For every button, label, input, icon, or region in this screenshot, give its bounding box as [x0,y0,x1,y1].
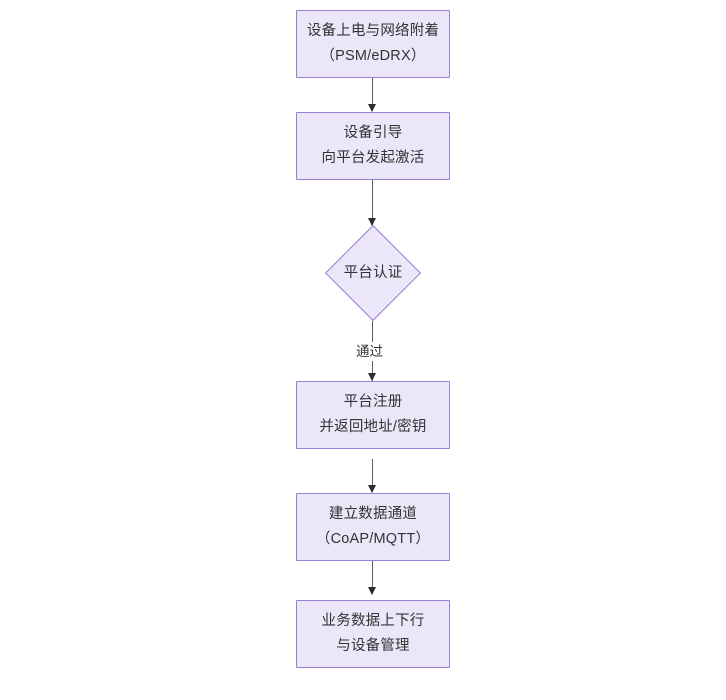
node-label-line2: 向平台发起激活 [321,150,425,166]
connector-line-2 [372,180,374,225]
connector-arrowhead-3 [367,373,376,381]
node-label-line1: 平台认证 [343,264,403,281]
node-label-line2: 并返回地址/密钥 [319,419,427,435]
node-label-line1: 平台注册 [343,394,403,410]
flow-node-device-bootstrap[interactable]: 设备引导 向平台发起激活 [296,112,450,180]
flow-node-platform-register[interactable]: 平台注册 并返回地址/密钥 [296,381,450,449]
connector-arrowhead-1 [367,104,376,112]
node-label-line1: 设备引导 [343,125,403,141]
node-label-line1: 建立数据通道 [328,506,418,522]
node-label-line2: 与设备管理 [336,638,410,654]
connector-arrowhead-4 [367,485,376,493]
connector-arrowhead-2 [367,218,376,226]
node-label-line1: 业务数据上下行 [321,613,425,629]
connector-line-4 [372,459,374,492]
flow-node-business-data-and-device-mgmt[interactable]: 业务数据上下行 与设备管理 [296,600,450,668]
node-label-line2: （PSM/eDRX） [320,48,426,64]
connector-line-1 [372,78,374,111]
edge-label-pass: 通过 [353,342,386,361]
node-label-line1: 设备上电与网络附着 [306,23,440,39]
connector-arrowhead-5 [367,587,376,595]
flow-node-platform-auth-decision[interactable]: 平台认证 [324,224,422,322]
connector-line-5 [372,561,374,594]
flow-node-device-power-on[interactable]: 设备上电与网络附着 （PSM/eDRX） [296,10,450,78]
flow-node-establish-data-channel[interactable]: 建立数据通道 （CoAP/MQTT） [296,493,450,561]
node-label-line2: （CoAP/MQTT） [315,531,431,547]
